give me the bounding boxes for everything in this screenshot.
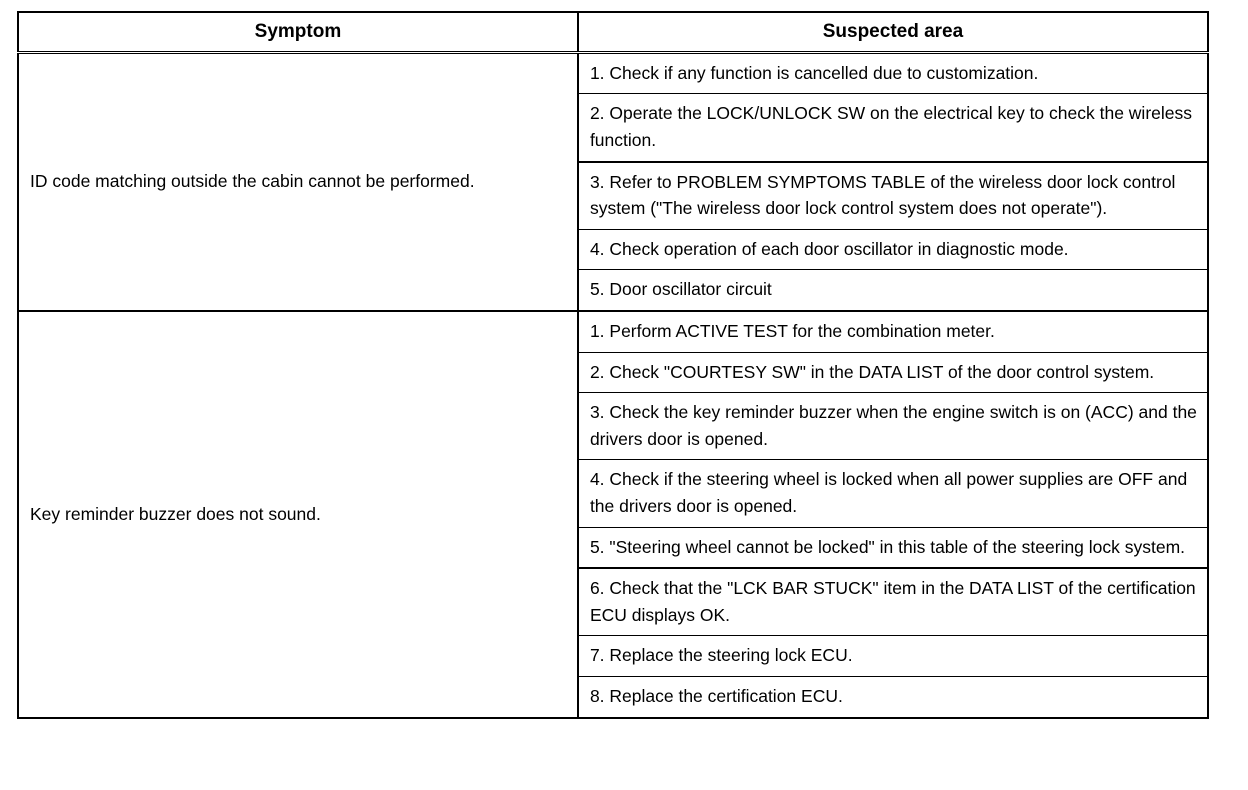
table-row: 4. Check if the steering wheel is locked… [18,459,1208,528]
suspected-area-cell: 1. Perform ACTIVE TEST for the combinati… [577,310,1208,353]
table-row: 5. "Steering wheel cannot be locked" in … [18,526,1208,569]
table-row: Key reminder buzzer does not sound.1. Pe… [18,310,1208,718]
suspected-area-cell: 2. Check "COURTESY SW" in the DATA LIST … [577,351,1208,393]
table-row: ID code matching outside the cabin canno… [18,52,1208,312]
suspected-area-cell: 2. Operate the LOCK/UNLOCK SW on the ele… [577,93,1208,162]
table-row: 5. Door oscillator circuit [18,269,1208,312]
table-row: 7. Replace the steering lock ECU. [18,635,1208,677]
symptom-cell: ID code matching outside the cabin canno… [18,52,579,312]
symptom-cell: Key reminder buzzer does not sound. [18,310,579,718]
suspected-area-cell: 3. Check the key reminder buzzer when th… [577,392,1208,460]
suspected-area-cell: 1. Check if any function is cancelled du… [589,62,1039,83]
problem-symptoms-table: Symptom Suspected area ID code matching … [17,11,1209,719]
suspected-area-cell: 8. Replace the certification ECU. [577,675,1208,718]
suspected-area-cell: 4. Check operation of each door oscillat… [577,228,1208,270]
suspected-area-cell: 3. Refer to PROBLEM SYMPTOMS TABLE of th… [577,160,1208,230]
table-row: 6. Check that the "LCK BAR STUCK" item i… [18,567,1208,636]
suspected-area-cell: 7. Replace the steering lock ECU. [577,635,1208,677]
table-row: 4. Check operation of each door oscillat… [18,228,1208,270]
column-header-symptom: Symptom [18,12,579,54]
table-row: 2. Operate the LOCK/UNLOCK SW on the ele… [18,93,1208,162]
table-body: ID code matching outside the cabin canno… [18,52,1208,718]
table-header-row: Symptom Suspected area [18,12,1208,54]
suspected-area-cell: 4. Check if the steering wheel is locked… [577,459,1208,528]
table-header: Symptom Suspected area [18,12,1208,54]
suspected-area-cell: 5. Door oscillator circuit [577,269,1208,312]
suspected-area-cell: 6. Check that the "LCK BAR STUCK" item i… [577,567,1208,636]
column-header-suspected-area: Suspected area [577,12,1208,54]
suspected-area-cell: 5. "Steering wheel cannot be locked" in … [577,526,1208,569]
table-row: 8. Replace the certification ECU. [18,675,1208,718]
table-row: 3. Check the key reminder buzzer when th… [18,392,1208,460]
table-row: 3. Refer to PROBLEM SYMPTOMS TABLE of th… [18,160,1208,230]
table-row: 2. Check "COURTESY SW" in the DATA LIST … [18,351,1208,393]
